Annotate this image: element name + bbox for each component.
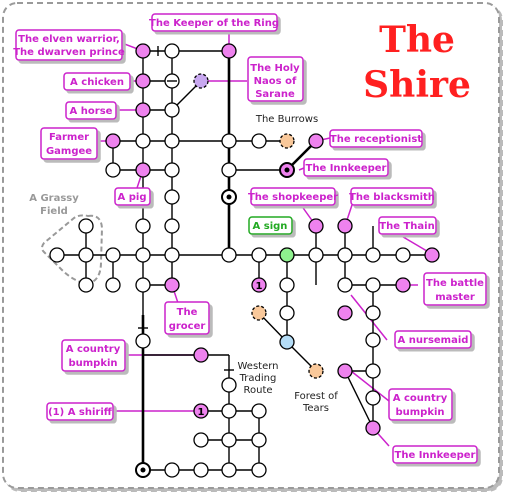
label-box-battle-master [423, 272, 487, 306]
label-box-horse [65, 101, 117, 120]
label-chicken: A chicken [70, 77, 124, 88]
label-box-grocer [164, 301, 210, 335]
label-box-innkeeper-bottom [392, 445, 478, 464]
label-grocer-1: The [177, 307, 198, 318]
label-holy-naos-2: Naos of [254, 76, 297, 87]
place-western-route-3: Route [243, 385, 272, 396]
marker-one-b [193, 403, 209, 419]
label-bumpkin-left-2: bumpkin [68, 358, 117, 369]
label-receptionist: The receptionist [330, 134, 422, 145]
map-title-line1: The [379, 19, 455, 61]
edge-ticks [138, 46, 234, 371]
label-box-pig [114, 187, 151, 206]
road-node-a-dot [226, 194, 232, 200]
label-holy-naos-3: Sarane [255, 89, 295, 100]
map-nodes [49, 43, 411, 478]
label-sign: A sign [253, 221, 288, 232]
holy-naos-node [193, 73, 209, 89]
label-box-shopkeeper [250, 187, 336, 206]
label-bumpkin-right-2: bumpkin [395, 407, 444, 418]
label-box-keeper-ring [151, 13, 278, 32]
map-title-line2: Shire [363, 64, 471, 106]
place-grassy-field-1: A Grassy [29, 193, 79, 204]
label-bumpkin-left-1: A country [66, 344, 121, 355]
label-box-bumpkin-left [61, 339, 126, 372]
label-box-bumpkin-right [388, 388, 453, 421]
label-box-receptionist [329, 129, 423, 148]
label-keeper-ring: The Keeper of the Ring [149, 18, 279, 29]
label-farmer-2: Gamgee [46, 146, 92, 157]
west-route-node [251, 305, 267, 321]
burrows-node [279, 133, 295, 149]
label-innkeeper-bottom: The Innkeeper [395, 450, 476, 461]
label-box-chicken [63, 72, 131, 91]
sign-node [279, 247, 295, 263]
place-forest-2: Tears [302, 403, 329, 414]
label-box-shiriff [46, 402, 114, 421]
label-box-innkeeper-top [303, 158, 389, 177]
place-labels: The Burrows A Grassy Field Western Tradi… [29, 114, 338, 414]
label-horse: A horse [70, 106, 113, 117]
label-battle-master-2: master [435, 292, 475, 303]
crossroads-node [279, 334, 295, 350]
place-forest-1: Forest of [294, 391, 338, 402]
label-pig: A pig [118, 192, 147, 203]
forest-node [308, 363, 324, 379]
place-burrows: The Burrows [255, 114, 318, 125]
marker-one-b-text: 1 [198, 407, 205, 418]
grassy-field-region [41, 214, 104, 286]
label-box-thain [378, 216, 437, 235]
marker-one-a [251, 277, 267, 293]
label-shopkeeper: The shopkeeper [248, 192, 338, 203]
label-elven-warrior: The elven warrior, [18, 34, 120, 45]
road-node-b-dot [140, 467, 146, 473]
label-dwarven-prince: The dwarven prince [13, 47, 125, 58]
label-box-sign [248, 216, 293, 235]
place-grassy-field-2: Field [40, 206, 68, 217]
label-farmer-1: Farmer [49, 132, 89, 143]
label-holy-naos-1: The Holy [250, 63, 300, 74]
label-box-elven [15, 29, 123, 61]
character-nodes [105, 43, 440, 436]
character-labels: The Keeper of the Ring The elven warrior… [13, 13, 487, 464]
label-bumpkin-right-1: A country [393, 393, 448, 404]
label-box-farmer [40, 127, 98, 160]
place-western-route-2: Trading [239, 373, 277, 384]
label-battle-master-1: The battle [426, 278, 484, 289]
label-shiriff: (1) A shiriff [48, 407, 113, 418]
place-western-route-1: Western [237, 361, 278, 372]
label-box-holy-naos [247, 56, 304, 102]
innkeeper-top-dot [284, 167, 290, 173]
label-thain: The Thain [379, 221, 434, 232]
label-blacksmith: The blacksmith [349, 192, 435, 203]
label-innkeeper-top: The Innkeeper [306, 163, 387, 174]
label-box-nursemaid [394, 330, 472, 349]
label-box-blacksmith [350, 187, 434, 206]
marker-one-a-text: 1 [256, 281, 263, 292]
label-nursemaid: A nursemaid [398, 335, 469, 346]
label-grocer-2: grocer [169, 321, 206, 332]
